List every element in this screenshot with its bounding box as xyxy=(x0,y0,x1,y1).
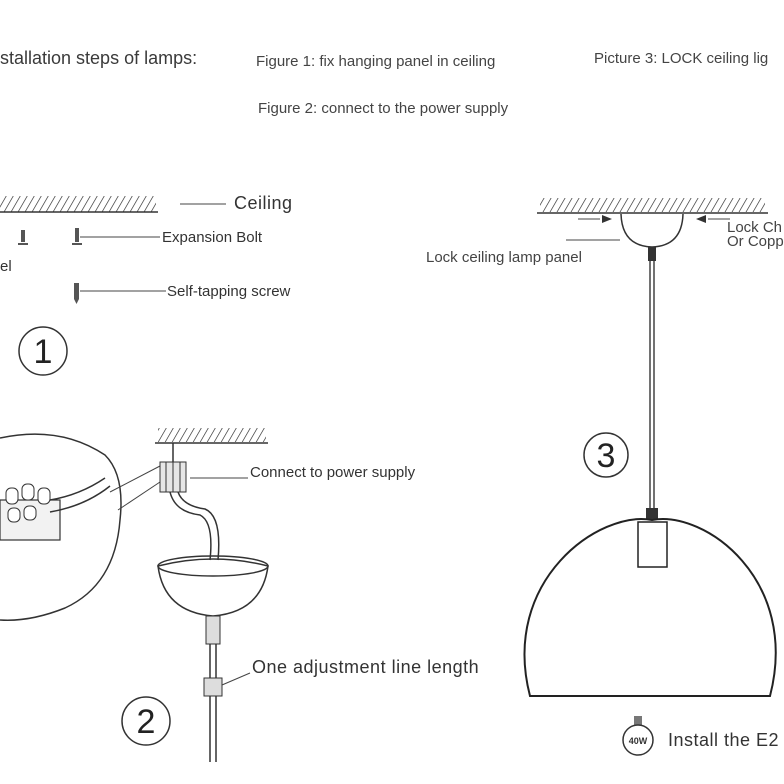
magnifier-pointer xyxy=(117,481,161,511)
panel-label-fragment: el xyxy=(0,258,12,275)
power-wire xyxy=(177,491,220,561)
step2-number: 2 xyxy=(137,703,156,741)
bulb-wattage: 40W xyxy=(629,736,648,746)
ceiling-canopy xyxy=(157,558,269,617)
step2-number-circle xyxy=(121,696,171,746)
step3-number-circle xyxy=(583,432,629,478)
magnifier-pointer xyxy=(109,465,161,493)
step1-number: 1 xyxy=(34,333,53,371)
step2-ceiling-hatch xyxy=(158,428,266,442)
step1-number-circle xyxy=(18,326,68,376)
cord-adjuster xyxy=(203,677,223,697)
junction-box-icon xyxy=(159,443,187,493)
socket-clamp xyxy=(646,508,658,522)
figure2-caption: Figure 2: connect to the power supply xyxy=(258,100,509,117)
adjust-leader xyxy=(221,672,251,686)
light-bulb-icon: 40W xyxy=(622,716,654,756)
lamp-socket xyxy=(637,521,668,568)
expansion-bolt-icon xyxy=(18,230,28,245)
step3-group: Lock ceiling lamp panel Lock Ch Or Copp … xyxy=(426,198,784,756)
canopy-clamp xyxy=(648,247,656,261)
connector-magnifier-bubble xyxy=(0,433,122,621)
cable-gland xyxy=(205,615,221,645)
step3-number: 3 xyxy=(597,437,616,475)
step1-ceiling-hatch xyxy=(0,196,156,212)
self-tapping-screw-label: Self-tapping screw xyxy=(167,283,291,300)
lock-arrow-left-head xyxy=(602,215,612,223)
power-wire xyxy=(169,491,212,561)
lock-panel-label: Lock ceiling lamp panel xyxy=(426,249,582,266)
lock-arrow-right-head xyxy=(696,215,706,223)
installation-title: stallation steps of lamps: xyxy=(0,48,197,68)
lamp-panel-canopy xyxy=(620,213,684,248)
lock-chain-label-2: Or Copp xyxy=(727,233,784,250)
terminal-block-icon xyxy=(0,477,111,541)
expansion-bolt-icon xyxy=(72,228,82,245)
ceiling-label: Ceiling xyxy=(234,193,293,213)
expansion-bolt-label: Expansion Bolt xyxy=(162,229,263,246)
figure1-caption: Figure 1: fix hanging panel in ceiling xyxy=(256,53,495,70)
self-tapping-screw-icon xyxy=(74,283,79,304)
picture3-caption: Picture 3: LOCK ceiling lig xyxy=(594,50,768,67)
step1-group: Ceiling Expansion Bolt el Self-tapping s… xyxy=(0,193,293,376)
pendant-lampshade xyxy=(523,518,777,697)
canopy-rim xyxy=(157,555,269,577)
step2-group: Connect to power supply One adjustment l… xyxy=(0,428,479,762)
adjust-line-label: One adjustment line length xyxy=(252,657,479,677)
install-label: Install the E2 xyxy=(668,730,779,750)
lock-chain-label-1: Lock Ch xyxy=(727,219,782,236)
connect-power-label: Connect to power supply xyxy=(250,464,416,481)
step3-ceiling-hatch xyxy=(540,198,765,212)
